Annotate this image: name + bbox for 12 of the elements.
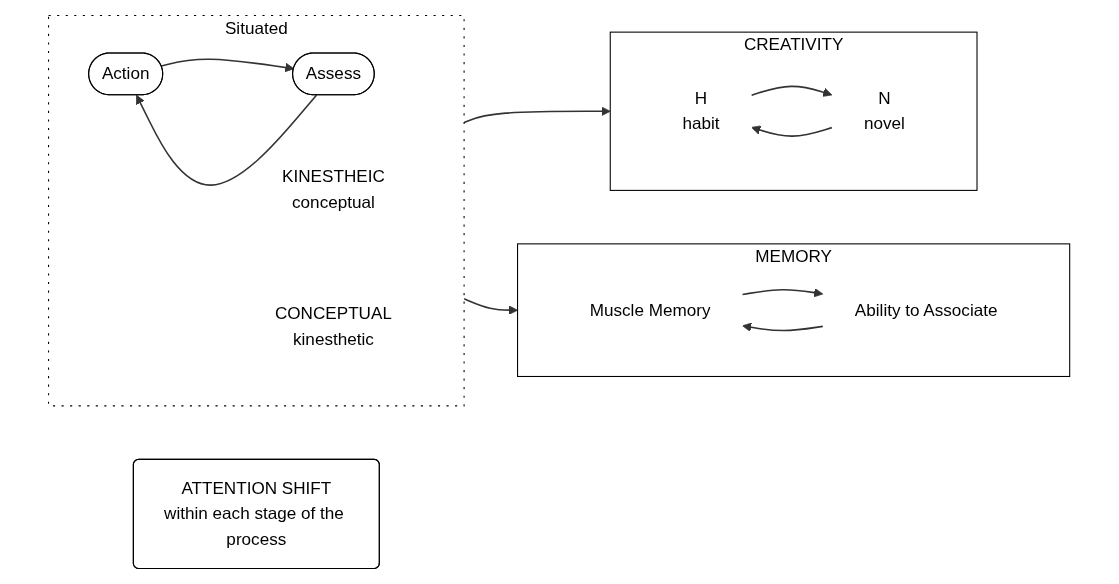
node-text: Muscle Memory bbox=[590, 300, 711, 319]
arrow bbox=[742, 288, 824, 298]
node-text: Ability to Associate bbox=[855, 300, 998, 319]
arrow bbox=[161, 58, 295, 73]
arrow bbox=[751, 85, 833, 97]
node-text: KINESTHEIC conceptual bbox=[282, 167, 386, 212]
node-text: CONCEPTUAL kinesthetic bbox=[275, 304, 393, 349]
arrow bbox=[136, 94, 318, 186]
node-text: N novel bbox=[864, 88, 906, 133]
arrow bbox=[742, 322, 824, 332]
arrow bbox=[751, 125, 833, 137]
node-text: H habit bbox=[682, 88, 720, 133]
